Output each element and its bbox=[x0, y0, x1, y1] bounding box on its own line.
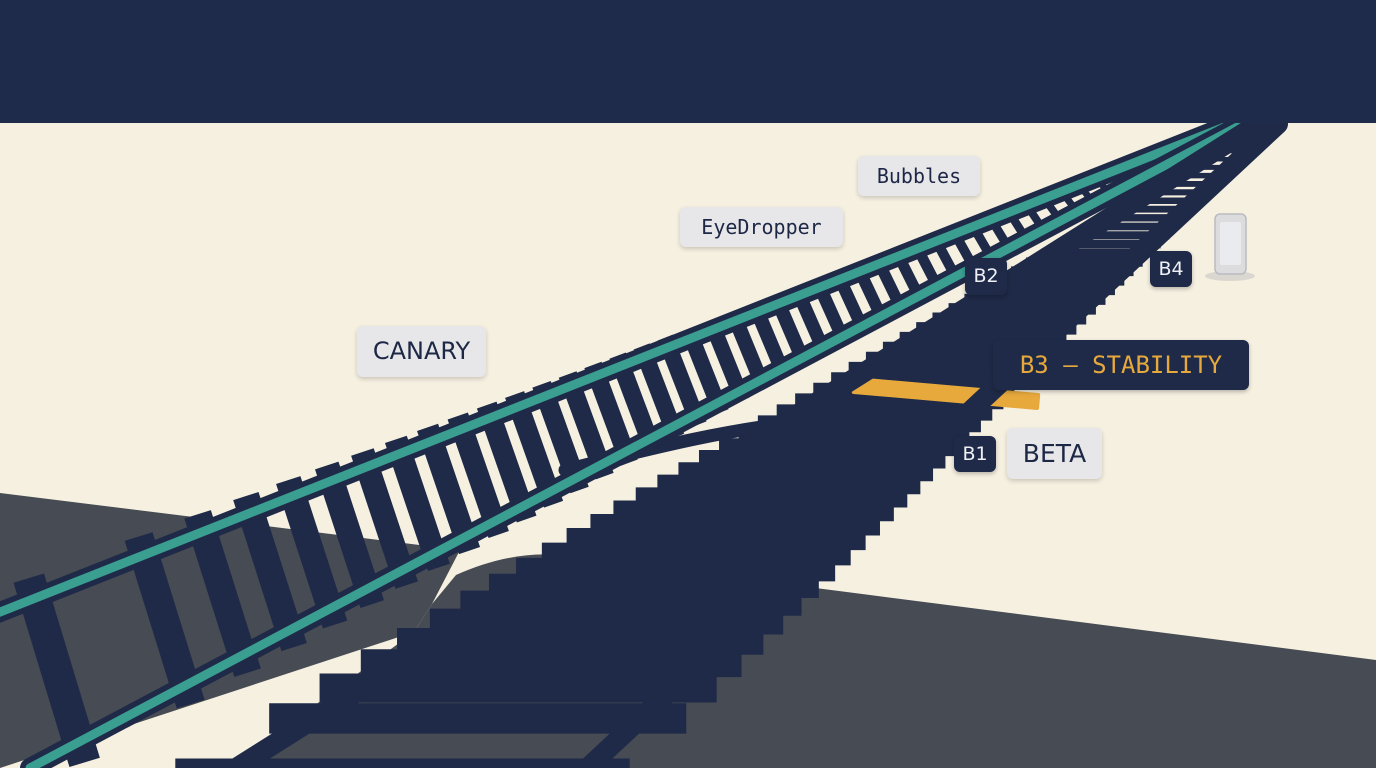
bubbles-label-text: Bubbles bbox=[876, 164, 962, 188]
phone-icon bbox=[1205, 213, 1255, 281]
beta-left-rail bbox=[217, 123, 1268, 768]
eyedropper-label-text: EyeDropper bbox=[701, 215, 822, 239]
canary-label: CANARY bbox=[357, 326, 486, 377]
beta-label-text: BETA bbox=[1022, 439, 1087, 468]
beta-right-rail bbox=[572, 123, 1288, 768]
sky-band bbox=[0, 0, 1376, 123]
b3-stability-label: B3 — STABILITY bbox=[993, 340, 1249, 390]
b3-stability-label-text: B3 — STABILITY bbox=[1019, 351, 1223, 379]
canary-outer-rail-highlight bbox=[0, 123, 1237, 617]
b2-badge: B2 bbox=[965, 258, 1007, 295]
beta-label: BETA bbox=[1007, 428, 1102, 479]
eyedropper-label: EyeDropper bbox=[680, 207, 843, 247]
rail-tie bbox=[13, 573, 100, 768]
canary-inner-rail-highlight bbox=[25, 123, 1248, 768]
b1-badge: B1 bbox=[954, 436, 996, 472]
b1-badge-text: B1 bbox=[962, 443, 988, 465]
b2-badge-text: B2 bbox=[973, 265, 999, 287]
b4-badge-text: B4 bbox=[1158, 258, 1184, 280]
canary-label-text: CANARY bbox=[372, 337, 471, 365]
b4-badge: B4 bbox=[1150, 251, 1192, 287]
bubbles-label: Bubbles bbox=[858, 156, 980, 196]
